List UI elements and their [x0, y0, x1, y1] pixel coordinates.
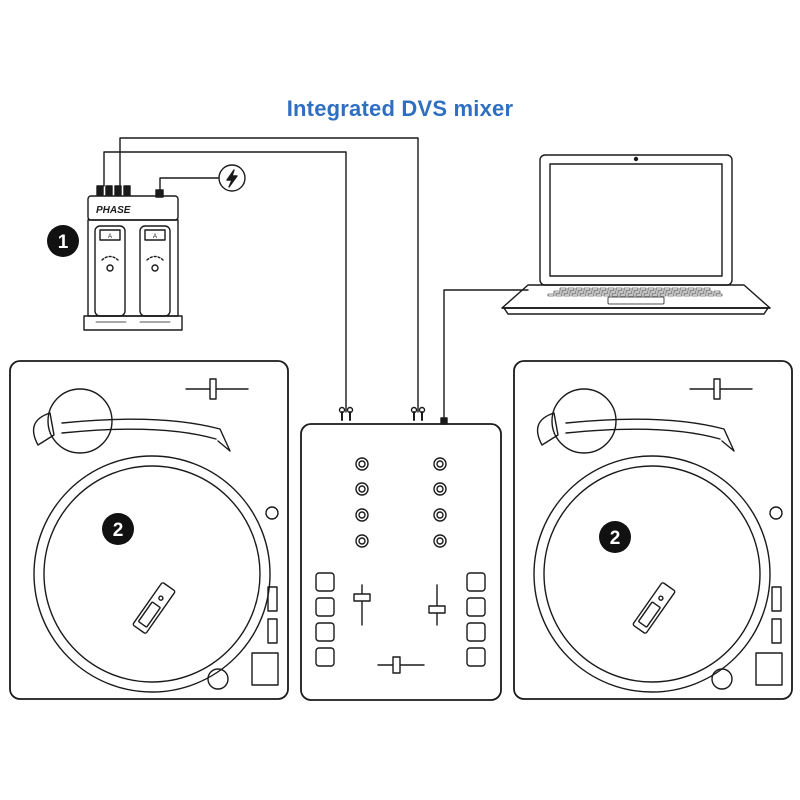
power-lightning-icon: [218, 164, 246, 192]
remote-left-label: A: [108, 234, 112, 240]
mixer-pad[interactable]: [466, 622, 486, 642]
turntable-left: [9, 360, 289, 700]
mixer-pad[interactable]: [466, 647, 486, 667]
mixer-pad[interactable]: [315, 647, 335, 667]
diagram-title: Integrated DVS mixer: [286, 96, 514, 121]
badge-phase-number: 1: [58, 232, 69, 253]
mixer-knob[interactable]: [433, 534, 447, 548]
badge-turntable-right: 2: [599, 521, 631, 553]
laptop: [501, 154, 771, 315]
cable-phase-to-mixer-left: [103, 151, 347, 413]
mixer-rca-inputs: [338, 406, 448, 425]
badge-turntable-right-number: 2: [610, 528, 621, 549]
turntable-right: [513, 360, 793, 700]
mixer-knob[interactable]: [355, 534, 369, 548]
phase-brand: PHASE: [96, 205, 131, 216]
mixer-knob[interactable]: [355, 508, 369, 522]
badge-phase: 1: [47, 225, 79, 257]
cable-mixer-to-laptop: [443, 289, 529, 421]
mixer-knob[interactable]: [433, 508, 447, 522]
remote-right-label: A: [153, 234, 157, 240]
cables: [103, 137, 529, 421]
mixer-pad[interactable]: [466, 572, 486, 592]
mixer-pad[interactable]: [315, 622, 335, 642]
phase-unit: PHASE A A: [83, 185, 183, 331]
mixer-knob[interactable]: [355, 457, 369, 471]
mixer-pad[interactable]: [315, 572, 335, 592]
mixer: [300, 406, 502, 701]
mixer-knob[interactable]: [433, 482, 447, 496]
cable-phase-power: [159, 177, 219, 193]
mixer-knob[interactable]: [433, 457, 447, 471]
mixer-pad[interactable]: [315, 597, 335, 617]
mixer-pad[interactable]: [466, 597, 486, 617]
badge-turntable-left: 2: [102, 513, 134, 545]
phase-rca-plugs: [96, 185, 164, 198]
mixer-knob[interactable]: [355, 482, 369, 496]
cable-phase-to-mixer-right: [119, 137, 419, 413]
badge-turntable-left-number: 2: [113, 520, 124, 541]
